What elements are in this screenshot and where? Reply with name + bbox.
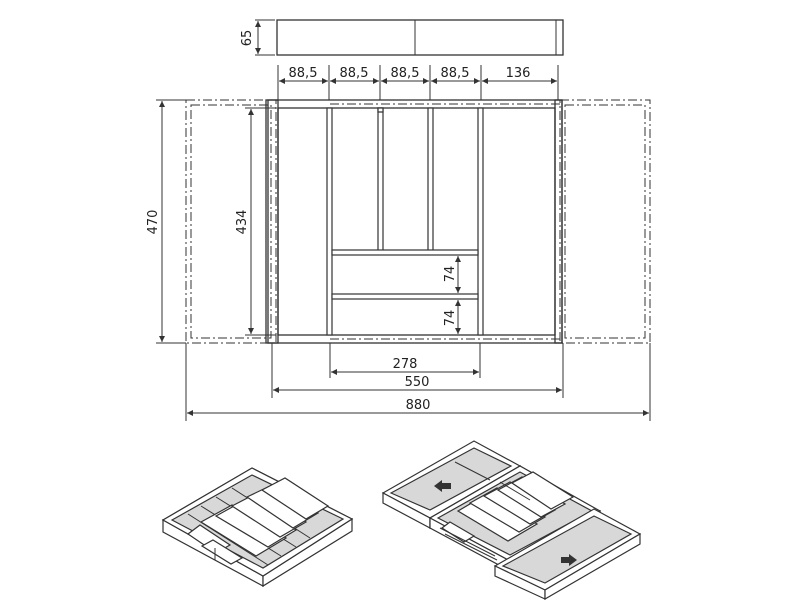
width-segment-1: 88,5 [289, 66, 318, 81]
isometric-extended-tray [381, 440, 642, 600]
top-width-dimensions: 88,5 88,5 88,5 88,5 136 [277, 65, 559, 100]
arrow-right-icon [561, 554, 577, 566]
width-segment-4: 88,5 [441, 66, 470, 81]
width-segment-2: 88,5 [340, 66, 369, 81]
depth-inner-dimension: 434 [235, 210, 250, 235]
side-view: 65 [240, 19, 564, 56]
compartment-2-dimension: 74 [443, 310, 458, 327]
depth-dimensions: 470 434 [146, 99, 276, 344]
depth-outer-dimension: 470 [146, 210, 161, 235]
plan-view [185, 99, 651, 344]
bottom-width-dimensions: 278 550 880 [185, 343, 651, 421]
height-dimension: 65 [240, 30, 255, 47]
arrow-left-icon [434, 480, 451, 492]
width-segment-5: 136 [506, 66, 531, 81]
closed-width: 550 [405, 375, 430, 390]
width-segment-3: 88,5 [391, 66, 420, 81]
isometric-closed-tray [161, 467, 354, 588]
extended-width: 880 [406, 398, 431, 413]
compartment-dimensions: 74 74 [443, 256, 461, 334]
compartment-1-dimension: 74 [443, 266, 458, 283]
inner-section-width: 278 [393, 357, 418, 372]
